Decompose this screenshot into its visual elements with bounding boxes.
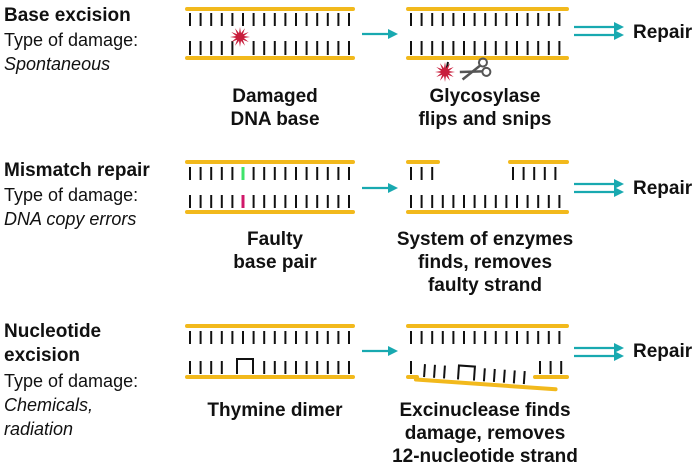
row3-title: Nucleotide <box>4 321 102 342</box>
row3-damage-label: Type of damage: <box>4 371 139 391</box>
bottom-rungs <box>410 41 561 55</box>
row3-title-line2: excision <box>4 345 81 366</box>
caption-line: Faulty <box>247 229 303 250</box>
base-rung <box>522 371 526 385</box>
top-rungs <box>189 331 350 344</box>
fragment-strand <box>413 377 558 392</box>
caption-line: Glycosylase <box>429 86 541 107</box>
step-arrow <box>362 183 398 193</box>
base-rung <box>512 370 516 384</box>
base-rung <box>433 364 436 378</box>
scissors-handle <box>481 66 492 77</box>
arrow-head <box>614 343 624 353</box>
row2-damage-type: DNA copy errors <box>4 209 137 229</box>
arrow-head <box>388 183 398 193</box>
thymine-dimer-icon <box>456 364 476 381</box>
excised-fragment <box>413 364 558 392</box>
base-rung <box>482 368 486 382</box>
top-rungs <box>189 13 350 26</box>
row1-damage-label: Type of damage: <box>4 30 139 50</box>
arrow-head <box>614 351 624 361</box>
step-arrow <box>362 29 398 39</box>
caption-line: faulty strand <box>427 275 543 296</box>
caption-line: finds, removes <box>417 252 553 273</box>
base-rung <box>492 368 496 383</box>
caption-line: Thymine dimer <box>207 400 343 421</box>
damaged-base-icon <box>230 27 250 47</box>
bottom-rungs <box>539 361 563 374</box>
base-rung <box>443 365 446 379</box>
bottom-rungs <box>189 41 350 55</box>
flipped-base-icon <box>435 62 455 82</box>
row3-caption-right: Excinuclease finds damage, removes 12-nu… <box>380 399 590 468</box>
arrow-head <box>614 30 624 40</box>
arrow-head <box>614 22 624 32</box>
row1-outcome: Repair <box>633 22 693 43</box>
row3-caption-left: Thymine dimer <box>180 399 370 422</box>
repair-arrow <box>574 22 624 40</box>
step-arrow <box>362 346 398 356</box>
top-rungs-fragment <box>512 167 557 180</box>
top-rungs-fragment <box>410 167 434 180</box>
repair-arrow <box>574 179 624 197</box>
base-rung <box>502 369 506 383</box>
arrow-head <box>388 29 398 39</box>
scissors-icon <box>459 57 492 81</box>
caption-line: base pair <box>233 252 317 273</box>
row1-title: Base excision <box>4 5 131 26</box>
row2-outcome: Repair <box>633 178 693 199</box>
bottom-rungs <box>189 195 350 208</box>
bottom-rungs <box>410 195 561 208</box>
arrow-head <box>614 179 624 189</box>
arrow-head <box>388 346 398 356</box>
caption-line: DNA base <box>230 109 320 130</box>
row2-damage-label: Type of damage: <box>4 185 139 205</box>
caption-line: Excinuclease finds <box>399 400 571 421</box>
top-rungs <box>410 331 561 344</box>
caption-line: flips and snips <box>418 109 552 130</box>
bottom-rungs <box>189 361 350 374</box>
row3-damage-type: Chemicals, <box>4 395 94 415</box>
caption-line: damage, removes <box>404 423 566 444</box>
row1-damage-type: Spontaneous <box>4 54 111 74</box>
top-rungs <box>410 13 561 26</box>
row1-caption-left: Damaged DNA base <box>180 85 370 131</box>
row2-caption-left: Faulty base pair <box>180 228 370 274</box>
row2-caption-right: System of enzymes finds, removes faulty … <box>380 228 590 297</box>
caption-line: System of enzymes <box>396 229 574 250</box>
top-rungs <box>189 167 350 180</box>
row1-caption-right: Glycosylase flips and snips <box>385 85 585 131</box>
row3-damage-type-line2: radiation <box>4 419 74 439</box>
repair-arrow <box>574 343 624 361</box>
caption-line: 12-nucleotide strand <box>392 446 578 467</box>
caption-line: Damaged <box>232 86 318 107</box>
base-rung <box>423 364 426 378</box>
row3-outcome: Repair <box>633 341 693 362</box>
row2-title: Mismatch repair <box>4 160 150 181</box>
scissors-handle <box>477 57 488 68</box>
scissors-blade <box>459 70 482 74</box>
thymine-dimer-icon <box>236 358 254 374</box>
arrow-head <box>614 187 624 197</box>
